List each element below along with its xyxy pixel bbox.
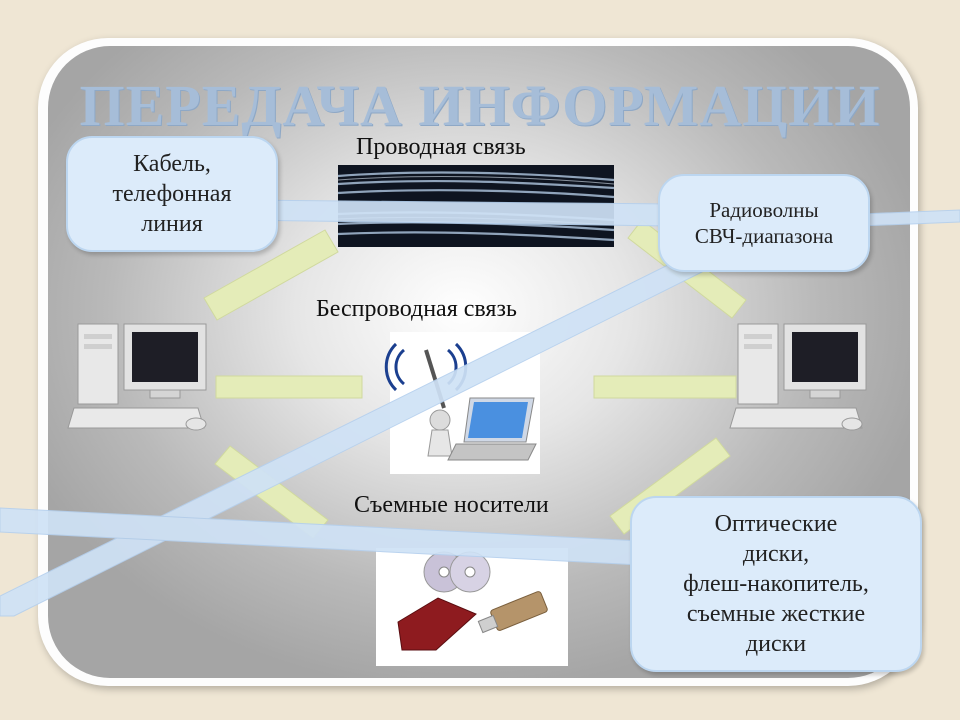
callout-optical-line-5: диски [632,629,920,659]
callout-radio: Радиоволны СВЧ-диапазона [658,174,870,272]
callout-cable: Кабель, телефонная линия [66,136,278,252]
callout-optical-line-2: диски, [632,539,920,569]
callout-cable-line-2: телефонная [68,179,276,209]
callout-optical-line-3: флеш-накопитель, [632,569,920,599]
computer-right-icon [730,324,866,430]
callout-cable-line-1: Кабель, [68,149,276,179]
wired-label: Проводная связь [356,134,526,161]
callout-optical: Оптические диски, флеш-накопитель, съемн… [630,496,922,672]
callout-cable-line-3: линия [68,209,276,239]
removable-media-photo [376,548,568,666]
callout-radio-line-1: Радиоволны [660,197,868,223]
ribbon-radio-right [860,210,960,226]
connector-middle-left [216,376,362,398]
callout-optical-line-4: съемные жесткие [632,599,920,629]
computer-left-icon [68,324,206,430]
connector-middle-right [594,376,736,398]
wireless-label: Беспроводная связь [316,296,517,323]
callout-optical-line-1: Оптические [632,509,920,539]
ribbon-cable [240,200,670,226]
callout-radio-line-2: СВЧ-диапазона [660,223,868,249]
removable-label: Съемные носители [354,492,549,519]
